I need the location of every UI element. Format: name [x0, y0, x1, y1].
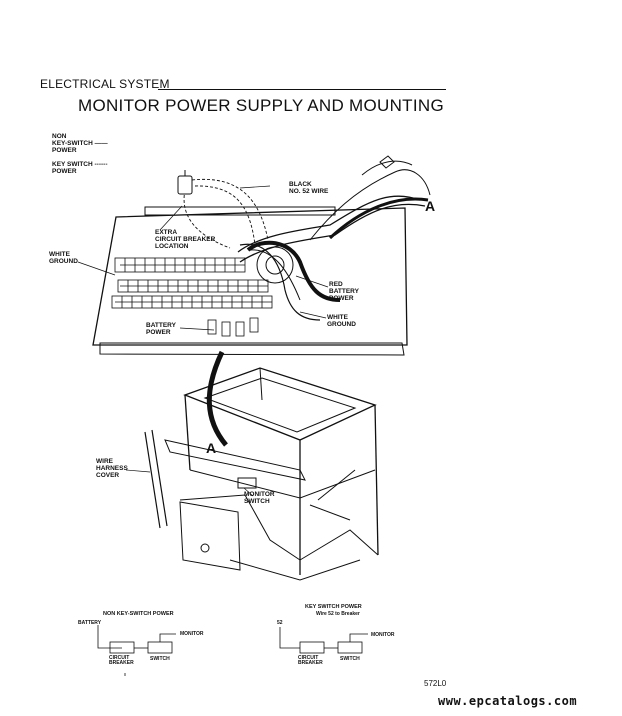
label-extra-breaker: EXTRA CIRCUIT BREAKER LOCATION — [155, 229, 216, 250]
label-white-ground-left: WHITE GROUND — [49, 251, 78, 265]
schematic-left-breaker: CIRCUIT BREAKER — [109, 655, 134, 666]
schematic-right-title: KEY SWITCH POWER — [305, 604, 362, 610]
schematic-right-monitor: MONITOR — [371, 632, 395, 638]
page-title: MONITOR POWER SUPPLY AND MOUNTING — [78, 96, 444, 115]
legend-non-key-switch: NON KEY-SWITCH —— POWER — [52, 133, 108, 154]
callout-a-top: A — [425, 198, 436, 214]
label-black-wire: BLACK NO. 52 WIRE — [289, 181, 329, 195]
header-rule — [158, 89, 446, 90]
label-monitor-switch: MONITOR SWITCH — [244, 491, 275, 505]
watermark-text: www.epcatalogs.com — [438, 694, 578, 708]
schematic-left-monitor: MONITOR — [180, 631, 204, 637]
label-red-battery-power: RED BATTERY POWER — [329, 281, 359, 302]
schematic-right-subtitle: Wire 52 to Breaker — [316, 611, 360, 617]
schematic-right-wire: 52 — [277, 620, 283, 626]
schematic-right-switch: SWITCH — [340, 656, 360, 662]
schematic-left-title: NON KEY-SWITCH POWER — [103, 611, 174, 617]
callout-a-bottom: A — [206, 440, 217, 456]
schematic-left-switch: SWITCH — [150, 656, 170, 662]
schematic-left-battery: BATTERY — [78, 620, 102, 626]
schematic-right-breaker: CIRCUIT BREAKER — [298, 655, 323, 666]
figure-code: 572L0 — [424, 679, 447, 688]
label-battery-power: BATTERY POWER — [146, 322, 176, 336]
label-wire-harness-cover: WIRE HARNESS COVER — [96, 458, 128, 479]
legend-key-switch: KEY SWITCH ------ POWER — [52, 161, 108, 175]
section-header: ELECTRICAL SYSTEM — [40, 77, 170, 91]
label-white-ground-right: WHITE GROUND — [327, 314, 356, 328]
